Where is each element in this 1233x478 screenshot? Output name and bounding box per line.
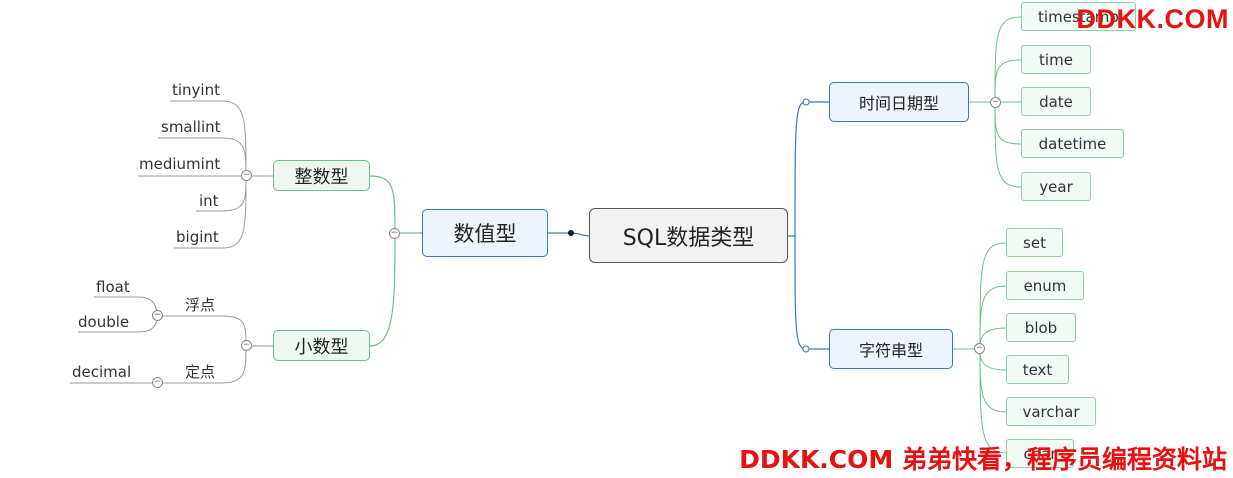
leaf-tinyint[interactable]: tinyint [172,81,220,99]
link-string-char [979,348,1007,454]
fixed-collapse-icon[interactable]: − [152,377,163,388]
link-string-set [979,242,1007,350]
leaf-blob[interactable]: blob [1006,313,1076,342]
leaf-char[interactable]: char [1006,439,1074,468]
leaf-date[interactable]: date [1021,87,1091,116]
link-datetime-timestamp [994,16,1022,103]
string-collapse-icon[interactable]: − [974,343,985,354]
link-root-datetime [788,101,829,237]
floating-node[interactable]: 浮点 [185,296,216,314]
numeric-collapse-icon[interactable]: − [389,228,400,239]
leaf-enum[interactable]: enum [1006,271,1084,300]
integer-node[interactable]: 整数型 [273,160,370,191]
leaf-smallint[interactable]: smallint [161,118,221,136]
link-datetime-time [994,59,1022,103]
link-string-text [979,348,1007,371]
numeric-node[interactable]: 数值型 [422,209,548,257]
link-numeric-integer [369,175,422,234]
link-datetime-year [994,101,1022,188]
link-decimal-floating [181,315,273,347]
leaf-timestamp[interactable]: timestamp [1021,2,1136,31]
leaf-int[interactable]: int [199,192,219,210]
leaf-varchar[interactable]: varchar [1006,397,1096,426]
string-node[interactable]: 字符串型 [829,329,953,369]
link-integer-bigint [174,175,247,249]
decimal-group-collapse-icon[interactable]: − [241,340,252,351]
leaf-float[interactable]: float [96,278,130,296]
string-anchor-dot [802,345,810,353]
leaf-text[interactable]: text [1006,355,1069,384]
link-numeric-decimal [369,232,396,347]
root-node[interactable]: SQL数据类型 [589,208,788,263]
leaf-datetime[interactable]: datetime [1021,129,1124,158]
datetime-node[interactable]: 时间日期型 [829,82,969,122]
link-datetime-datetime [994,101,1022,145]
floating-collapse-icon[interactable]: − [152,310,163,321]
datetime-collapse-icon[interactable]: − [990,97,1001,108]
leaf-mediumint[interactable]: mediumint [139,155,221,173]
leaf-bigint[interactable]: bigint [176,228,219,246]
link-decimal-fixed [181,345,247,384]
link-string-varchar [979,348,1007,413]
link-root-string [794,235,829,350]
fixed-node[interactable]: 定点 [185,363,216,381]
leaf-time[interactable]: time [1021,45,1091,74]
watermark-top: DDKK.COM [1076,4,1229,34]
datetime-anchor-dot [802,98,810,106]
leaf-double[interactable]: double [78,313,130,331]
leaf-year[interactable]: year [1021,172,1091,201]
link-string-enum [979,285,1007,350]
root-anchor-dot [568,230,574,236]
leaf-decimal[interactable]: decimal [72,363,132,381]
watermark-bottom: DDKK.COM 弟弟快看，程序员编程资料站 [739,445,1227,474]
decimal-group-node[interactable]: 小数型 [273,330,370,361]
link-integer-smallint [158,137,247,177]
leaf-set[interactable]: set [1006,228,1063,257]
integer-collapse-icon[interactable]: − [241,170,252,181]
